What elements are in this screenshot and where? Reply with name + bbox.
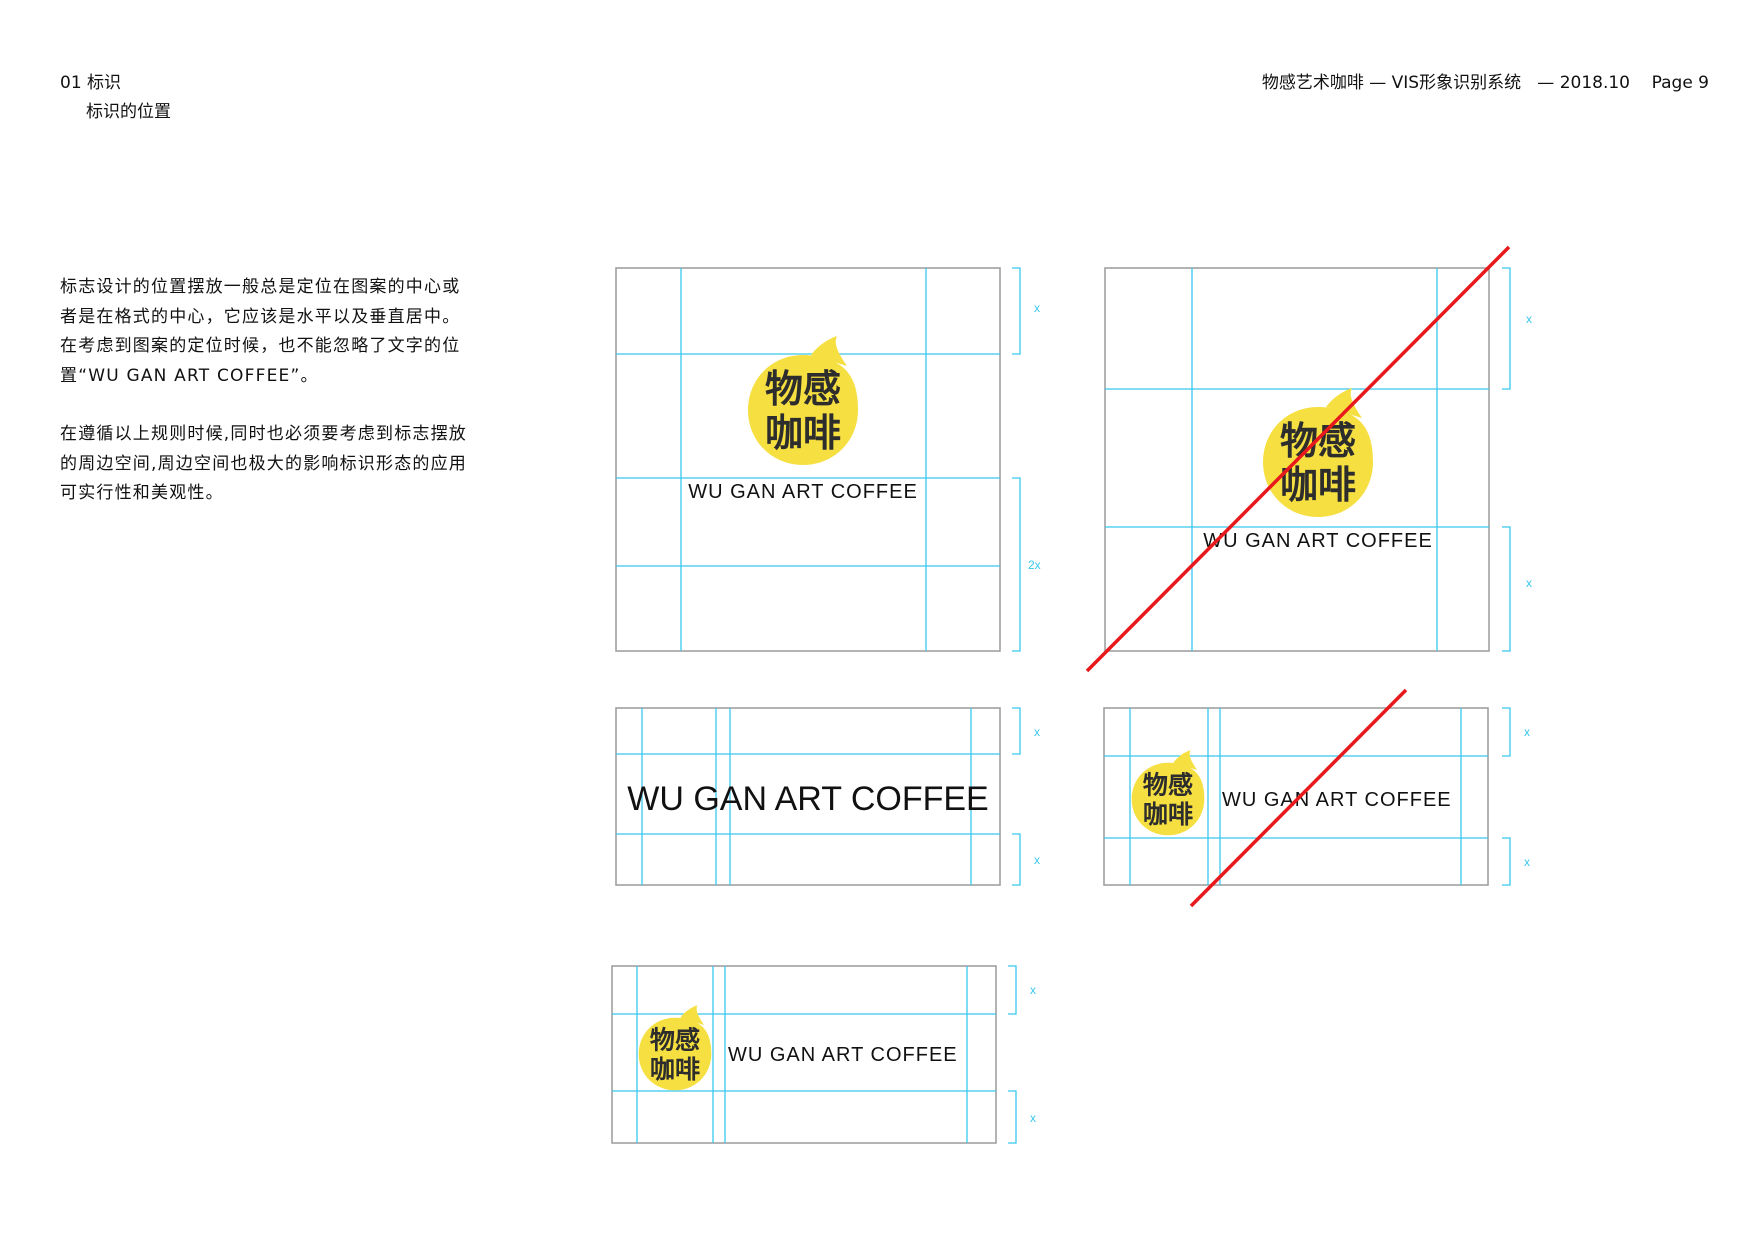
- logo-bottom-chars: 咖啡: [650, 1056, 700, 1084]
- document-date: — 2018.10: [1537, 73, 1630, 93]
- figure-centered-logo: 物感 咖啡 WU GAN ART COFFEE x 2x: [615, 267, 1041, 652]
- logo-top-chars: 物感: [1280, 421, 1356, 463]
- description-paragraph-2: 在遵循以上规则时候,同时也必须要考虑到标志摆放 的周边空间,周边空间也极大的影响…: [60, 420, 510, 509]
- coffee-logo: 物感 咖啡: [638, 1005, 712, 1091]
- page-number: Page 9: [1651, 73, 1709, 93]
- document-title: 物感艺术咖啡 — VIS形象识别系统 — 2018.10 Page 9: [1262, 68, 1709, 93]
- dimension-brackets: [1012, 707, 1021, 886]
- figure-horizontal-logo: 物感 咖啡 WU GAN ART COFFEE x x: [611, 965, 1036, 1144]
- subsection-label: 标识的位置: [86, 102, 171, 122]
- description-paragraph-1: 标志设计的位置摆放一般总是定位在图案的中心或 者是在格式的中心，它应该是水平以及…: [60, 273, 510, 391]
- logo-top-chars: 物感: [650, 1026, 700, 1055]
- wordmark: WU GAN ART COFFEE: [728, 1044, 958, 1066]
- text-line: 在遵循以上规则时候,同时也必须要考虑到标志摆放: [60, 424, 468, 444]
- dimension-x: x: [1034, 853, 1040, 867]
- logo-top-chars: 物感: [1143, 771, 1193, 800]
- dimension-brackets: [1502, 707, 1511, 886]
- frame: [611, 965, 997, 1144]
- coffee-logo: 物感 咖啡: [1263, 388, 1373, 517]
- figure-wrong-placement-horizontal: 物感 咖啡 WU GAN ART COFFEE x x: [1103, 688, 1530, 908]
- dimension-x: x: [1030, 983, 1036, 997]
- coffee-logo: 物感 咖啡: [748, 336, 858, 465]
- logo-top-chars: 物感: [765, 369, 841, 411]
- guide-lines: [616, 708, 1000, 885]
- coffee-logo: 物感 咖啡: [1131, 750, 1205, 836]
- guide-lines: [1105, 268, 1489, 651]
- frame: [615, 267, 1001, 652]
- dimension-brackets: [1502, 267, 1511, 652]
- frame: [1104, 267, 1490, 652]
- dimension-x: x: [1526, 576, 1532, 590]
- dimension-x: x: [1030, 1111, 1036, 1125]
- dimension-x: x: [1526, 312, 1532, 326]
- frame: [615, 707, 1001, 886]
- dimension-brackets: [1008, 965, 1017, 1144]
- wordmark: WU GAN ART COFFEE: [688, 481, 918, 503]
- guide-lines: [1104, 708, 1488, 885]
- figure-wordmark-only: WU GAN ART COFFEE x x: [615, 707, 1040, 886]
- text-line: 置“WU GAN ART COFFEE”。: [60, 365, 319, 386]
- text-line: 标志设计的位置摆放一般总是定位在图案的中心或: [60, 277, 461, 297]
- text-line: 可实行性和美观性。: [60, 483, 224, 503]
- wordmark: WU GAN ART COFFEE: [1203, 530, 1433, 552]
- wrong-cross-line: [1189, 688, 1408, 908]
- wrong-cross-line: [1085, 245, 1511, 673]
- dimension-2x: 2x: [1028, 558, 1041, 572]
- text-line: 在考虑到图案的定位时候，也不能忽略了文字的位: [60, 336, 461, 356]
- logo-bottom-chars: 咖啡: [765, 413, 841, 455]
- dimension-x: x: [1524, 855, 1530, 869]
- dimension-brackets: [1012, 267, 1021, 652]
- wordmark: WU GAN ART COFFEE: [1222, 789, 1452, 811]
- guide-lines: [612, 966, 996, 1143]
- frame: [1103, 707, 1489, 886]
- dimension-x: x: [1524, 725, 1530, 739]
- section-label: 01 标识: [60, 73, 122, 93]
- dimension-x: x: [1034, 301, 1040, 315]
- logo-bottom-chars: 咖啡: [1280, 465, 1356, 507]
- guide-lines: [616, 268, 1000, 651]
- logo-bottom-chars: 咖啡: [1143, 801, 1193, 829]
- figure-wrong-placement-square: 物感 咖啡 WU GAN ART COFFEE x x: [1085, 245, 1532, 673]
- wordmark: WU GAN ART COFFEE: [627, 780, 988, 818]
- text-line: 的周边空间,周边空间也极大的影响标识形态的应用: [60, 453, 468, 474]
- dimension-x: x: [1034, 725, 1040, 739]
- text-line: 者是在格式的中心，它应该是水平以及垂直居中。: [60, 306, 461, 327]
- brand-title: 物感艺术咖啡 — VIS形象识别系统: [1261, 73, 1522, 93]
